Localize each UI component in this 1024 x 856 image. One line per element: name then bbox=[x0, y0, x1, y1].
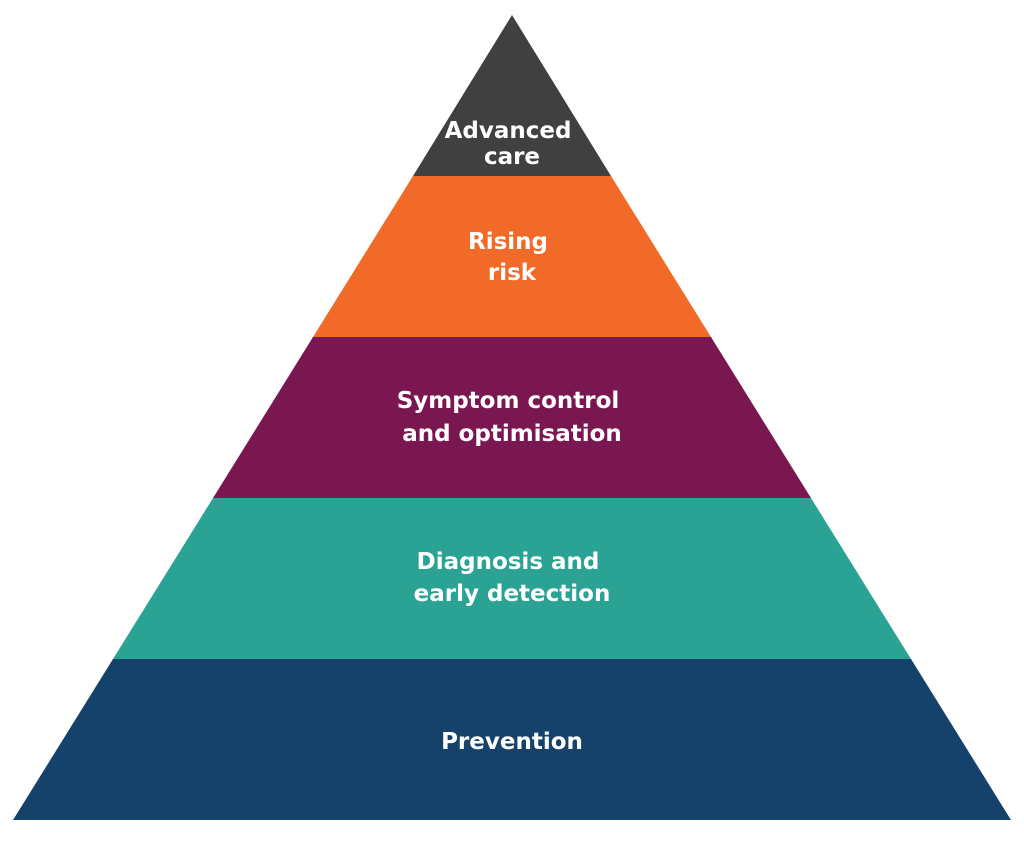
tier-advanced-care: Advanced care bbox=[413, 15, 611, 176]
tier-symptom-control: Symptom control and optimisation bbox=[213, 337, 811, 498]
tier-symptom-control-label: Symptom control and optimisation bbox=[397, 388, 628, 447]
tier-label-line: Prevention bbox=[441, 729, 583, 755]
tier-rising-risk-shape bbox=[313, 176, 711, 337]
tier-advanced-care-label: Advanced care bbox=[445, 118, 580, 170]
tier-prevention-shape bbox=[13, 659, 1011, 820]
tier-label-line: Symptom control bbox=[397, 388, 620, 414]
tier-label-line: Diagnosis and bbox=[417, 549, 600, 575]
tier-label-line: and optimisation bbox=[402, 421, 622, 447]
tier-label-line: risk bbox=[488, 260, 537, 286]
tier-symptom-control-shape bbox=[213, 337, 811, 498]
tier-label-line: care bbox=[484, 144, 540, 170]
tier-prevention: Prevention bbox=[13, 659, 1011, 820]
tier-diagnosis-label: Diagnosis and early detection bbox=[414, 549, 611, 607]
tier-advanced-care-shape bbox=[413, 15, 611, 176]
tier-rising-risk-label: Rising risk bbox=[468, 229, 556, 286]
tier-diagnosis-shape bbox=[113, 498, 911, 659]
tier-rising-risk: Rising risk bbox=[313, 176, 711, 337]
tier-prevention-label: Prevention bbox=[441, 729, 583, 755]
tier-diagnosis: Diagnosis and early detection bbox=[113, 498, 911, 659]
tier-label-line: Advanced bbox=[445, 118, 572, 144]
tier-label-line: Rising bbox=[468, 229, 548, 255]
tier-label-line: early detection bbox=[414, 581, 611, 607]
